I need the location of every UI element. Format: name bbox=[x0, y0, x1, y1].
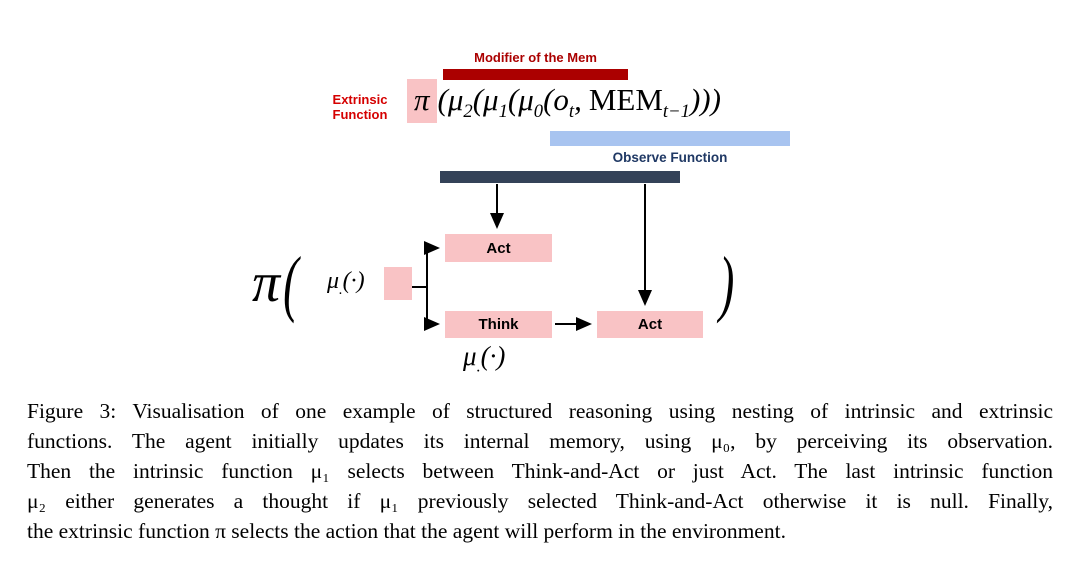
act-box-top: Act bbox=[445, 234, 552, 262]
mu2-symbol: μ bbox=[447, 82, 464, 117]
caption-line-2: functions. The agent initially updates i… bbox=[27, 429, 1053, 453]
figure-caption: Figure 3: Visualisation of one example o… bbox=[27, 396, 1053, 546]
mem-symbol: MEM bbox=[588, 82, 663, 117]
big-close-paren-wrap: ) bbox=[716, 244, 734, 322]
mu0-subscript: 0 bbox=[533, 101, 544, 123]
pi-open-expression: π( bbox=[252, 244, 298, 322]
act-box-right: Act bbox=[597, 311, 703, 338]
mu-symbol: μ bbox=[463, 341, 477, 371]
mu-dot-inline-label: μ.(·) bbox=[327, 268, 365, 299]
caption-line-3: Then the intrinsic function μ₁ selects b… bbox=[27, 459, 1053, 483]
big-pi-symbol: π bbox=[252, 252, 281, 314]
comma: , bbox=[574, 82, 582, 117]
think-box: Think bbox=[445, 311, 552, 338]
open-paren: ( bbox=[543, 82, 554, 117]
modifier-of-mem-label: Modifier of the Mem bbox=[474, 50, 597, 65]
mu-symbol: μ bbox=[327, 268, 340, 294]
observation-subscript: t bbox=[568, 101, 575, 123]
pi-highlight-box: π bbox=[407, 79, 437, 123]
memory-output-bar bbox=[440, 171, 680, 183]
observe-underline-bar bbox=[550, 131, 790, 146]
intrinsic-function-placeholder-box bbox=[384, 267, 412, 300]
mu1-symbol: μ bbox=[483, 82, 499, 117]
open-paren: ( bbox=[472, 82, 484, 117]
mu-arguments: (·) bbox=[480, 341, 506, 371]
big-open-paren: ( bbox=[283, 240, 299, 324]
mu-dot-below-label: μ.(·) bbox=[463, 341, 505, 376]
close-parens: ))) bbox=[689, 82, 721, 117]
extrinsic-function-label: Extrinsic Function bbox=[318, 92, 402, 122]
open-paren: ( bbox=[507, 82, 519, 117]
open-paren: ( bbox=[437, 82, 448, 117]
mu2-subscript: 2 bbox=[463, 101, 473, 123]
caption-line-5: the extrinsic function π selects the act… bbox=[27, 519, 786, 543]
observe-function-label: Observe Function bbox=[612, 150, 728, 165]
mu-dot-subscript: . bbox=[476, 357, 481, 376]
modifier-underline-bar bbox=[443, 69, 628, 80]
pi-symbol: π bbox=[414, 82, 430, 117]
extrinsic-label-line2: Function bbox=[332, 107, 388, 122]
mu0-symbol: μ bbox=[518, 82, 534, 117]
observation-symbol: o bbox=[553, 82, 569, 117]
big-close-paren: ) bbox=[719, 240, 735, 324]
extrinsic-label-line1: Extrinsic bbox=[332, 92, 388, 107]
caption-line-4: μ₂ either generates a thought if μ₁ prev… bbox=[27, 489, 1053, 513]
mu-dot-subscript: . bbox=[339, 281, 343, 298]
caption-line-1: Figure 3: Visualisation of one example o… bbox=[27, 399, 1053, 423]
mu-arguments: (·) bbox=[342, 268, 365, 294]
mu1-subscript: 1 bbox=[498, 101, 508, 123]
nested-function-formula: π(μ2(μ1(μ0(ot,MEMt−1))) bbox=[407, 79, 721, 123]
mem-subscript: t−1 bbox=[662, 101, 690, 123]
